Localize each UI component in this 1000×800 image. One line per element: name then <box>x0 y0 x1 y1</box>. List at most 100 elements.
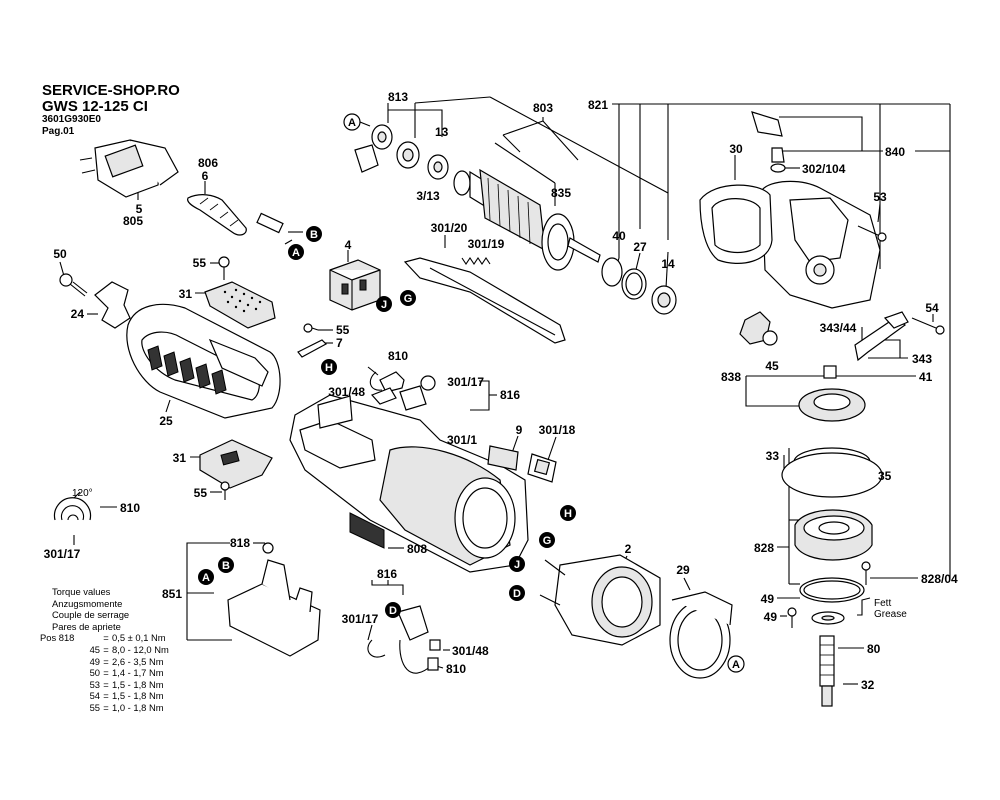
part-label-27: 27 <box>633 240 647 254</box>
torque-row: 50=1,4 - 1,7 Nm <box>52 667 169 679</box>
part-label-810-bottom: 810 <box>446 662 466 676</box>
header-number: 3601G930E0 <box>42 114 101 125</box>
part-label-24: 24 <box>71 307 85 321</box>
torque-key: 45 <box>89 643 100 655</box>
svg-text:J: J <box>381 299 387 311</box>
torque-key: Pos 818 <box>40 632 75 644</box>
part-label-31-top: 31 <box>179 287 193 301</box>
torque-key: 55 <box>89 701 100 713</box>
svg-text:A: A <box>348 117 356 129</box>
spring-301-19-part <box>461 257 491 265</box>
connector-B1: B <box>306 226 322 242</box>
leader-lines <box>59 96 951 685</box>
part-label-35: 35 <box>878 469 892 483</box>
part-labels: 813 803 821 840 13 3/13 835 30 302/104 5… <box>44 90 958 692</box>
part-label-53: 53 <box>873 190 887 204</box>
torque-row: 54=1,5 - 1,8 Nm <box>52 690 169 702</box>
grease-note-grease: Grease <box>874 609 907 620</box>
part-label-31-bottom: 31 <box>173 451 187 465</box>
svg-text:D: D <box>513 588 521 600</box>
part-label-33: 33 <box>766 449 780 463</box>
screw-55-bottom-part <box>220 481 230 500</box>
torque-row: 45=8,0 - 12,0 Nm <box>52 644 169 656</box>
grease-note-fett: Fett <box>874 598 891 609</box>
part-label-301-48-top: 301/48 <box>328 385 365 399</box>
torque-value: 1,5 - 1,8 Nm <box>112 678 164 690</box>
part-label-45: 45 <box>765 359 779 373</box>
part-label-80: 80 <box>867 642 881 656</box>
torque-table: Torque values Anzugsmomente Couple de se… <box>40 586 169 714</box>
torque-row: 55=1,0 - 1,8 Nm <box>52 702 169 714</box>
torque-key: 50 <box>89 667 100 679</box>
part-label-816-top: 816 <box>500 388 520 402</box>
connector-letters: A B A G J H H G <box>198 113 745 673</box>
stator-2-part <box>539 554 661 646</box>
svg-text:H: H <box>564 508 572 520</box>
part-label-55-middle: 55 <box>336 323 350 337</box>
connector-A2: A <box>288 244 304 260</box>
handle-piece-24-part <box>94 281 131 329</box>
svg-text:G: G <box>404 293 413 305</box>
motor-housing-301-1-part <box>289 394 529 573</box>
svg-text:D: D <box>389 605 397 617</box>
part-label-55-top: 55 <box>193 256 207 270</box>
brush-assembly-816-part <box>367 605 441 674</box>
screw-49-right-part <box>861 561 871 585</box>
torque-value: 0,5 ± 0,1 Nm <box>112 632 166 644</box>
svg-text:J: J <box>514 559 520 571</box>
spring-clip-810-part <box>53 491 92 521</box>
rings-part <box>601 257 677 315</box>
torque-row: 53=1,5 - 1,8 Nm <box>52 679 169 691</box>
part-label-30: 30 <box>729 142 743 156</box>
part-label-301-17-top: 301/17 <box>447 375 484 389</box>
part-label-301-18: 301/18 <box>539 423 576 437</box>
part-label-25: 25 <box>159 414 173 428</box>
connector-G2: G <box>539 532 555 548</box>
switch-carrier-851-part <box>227 542 321 657</box>
svg-text:A: A <box>732 659 740 671</box>
part-label-2: 2 <box>625 542 632 556</box>
torque-row: 49=2,6 - 3,5 Nm <box>52 656 169 668</box>
part-label-7: 7 <box>336 336 343 350</box>
switch-4-part <box>329 259 381 311</box>
part-label-3-13: 3/13 <box>416 189 440 203</box>
part-label-40: 40 <box>612 229 626 243</box>
connector-D2: D <box>385 602 401 618</box>
header-page: Pag.01 <box>42 126 75 137</box>
svg-text:B: B <box>310 229 318 241</box>
part-label-810-left: 810 <box>120 501 140 515</box>
torque-row: Pos 818=0,5 ± 0,1 Nm <box>40 632 166 644</box>
cord-sleeve-part <box>187 194 284 236</box>
part-label-6: 6 <box>202 169 209 183</box>
connector-A3: A <box>727 655 745 673</box>
part-label-828: 828 <box>754 541 774 555</box>
part-label-821: 821 <box>588 98 608 112</box>
part-label-838: 838 <box>721 370 741 384</box>
torque-value: 1,5 - 1,8 Nm <box>112 690 164 702</box>
cover-31-bottom-part <box>199 439 273 489</box>
part-label-840: 840 <box>885 145 905 159</box>
torque-key: 53 <box>89 678 100 690</box>
connector-A1: A <box>343 113 361 131</box>
part-label-29: 29 <box>676 563 690 577</box>
svg-text:B: B <box>222 560 230 572</box>
torque-title-fr: Couple de serrage <box>52 609 130 621</box>
connector-G1: G <box>400 290 416 306</box>
part-label-808: 808 <box>407 542 427 556</box>
connector-D1: D <box>509 585 525 601</box>
plug-part <box>79 139 179 198</box>
torque-key: 54 <box>89 690 100 702</box>
part-label-32: 32 <box>861 678 875 692</box>
screw-50-part <box>59 273 88 297</box>
part-label-49-right: 828/04 <box>921 572 958 586</box>
part-label-301-19: 301/19 <box>468 237 505 251</box>
part-label-851: 851 <box>162 587 182 601</box>
gear-housing-840-part <box>699 111 881 309</box>
connector-H2: H <box>560 505 576 521</box>
part-label-301-17-left: 301/17 <box>44 547 81 561</box>
screw-55-top-part <box>218 256 230 280</box>
torque-value: 8,0 - 12,0 Nm <box>112 643 169 655</box>
torque-title-es: Pares de apriete <box>52 620 121 632</box>
torque-value: 2,6 - 3,5 Nm <box>112 655 164 667</box>
part-label-41: 41 <box>919 370 933 384</box>
